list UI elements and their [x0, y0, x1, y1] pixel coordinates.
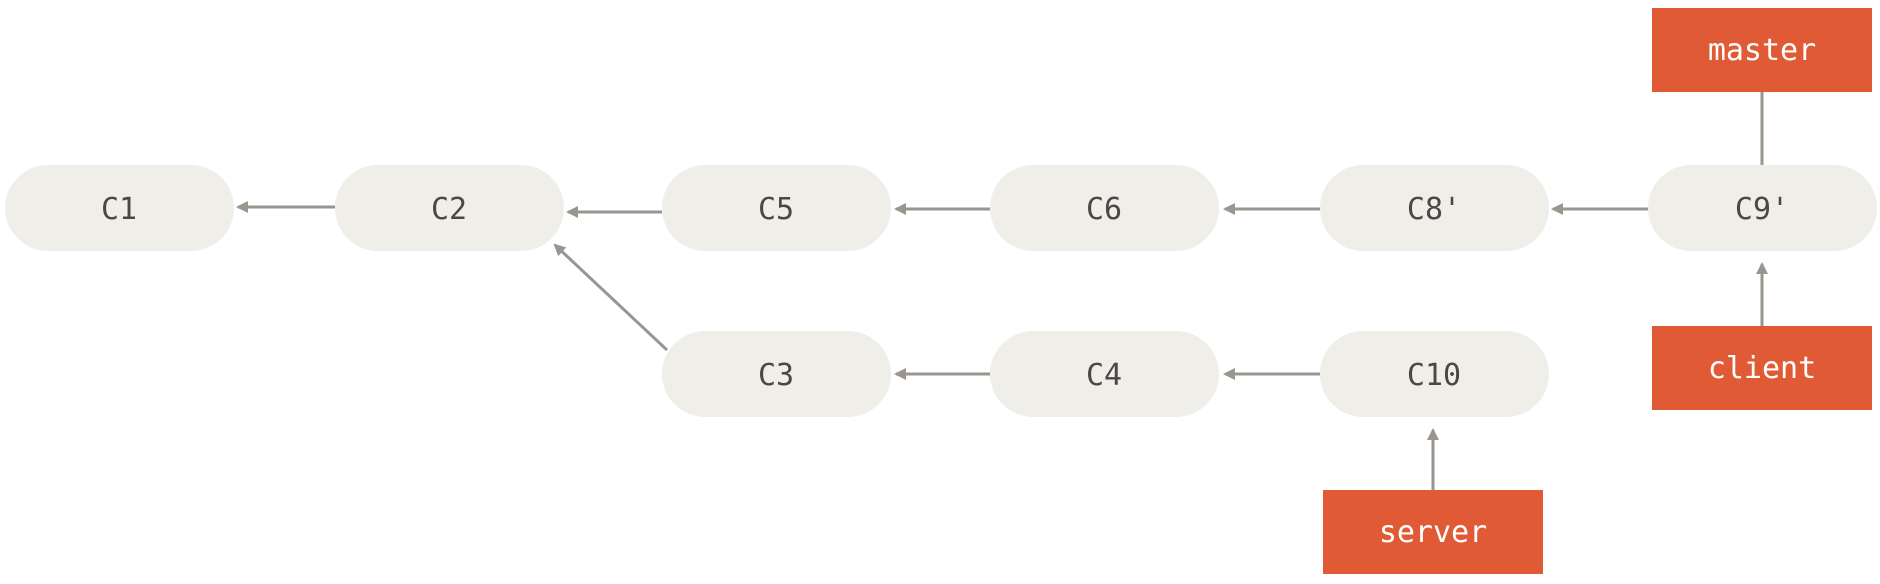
- branch-ref-server: server: [1323, 490, 1543, 574]
- ref-label: client: [1708, 351, 1816, 386]
- commit-label: C10: [1407, 358, 1461, 393]
- commit-c2: C2: [335, 165, 564, 251]
- commit-label: C8': [1407, 192, 1461, 227]
- commit-c4: C4: [990, 331, 1219, 417]
- commit-c3: C3: [662, 331, 891, 417]
- branch-ref-master: master: [1652, 8, 1872, 92]
- commit-c5: C5: [662, 165, 891, 251]
- commit-label: C1: [101, 192, 137, 227]
- commit-label: C9': [1735, 192, 1789, 227]
- commit-label: C3: [758, 358, 794, 393]
- ref-label: server: [1379, 515, 1487, 550]
- commit-c1: C1: [5, 165, 234, 251]
- edge-c3-c2: [553, 243, 669, 352]
- commit-c8-prime: C8': [1320, 165, 1549, 251]
- commit-label: C4: [1086, 358, 1122, 393]
- ref-label: master: [1708, 33, 1816, 68]
- branch-ref-client: client: [1652, 326, 1872, 410]
- commit-c9-prime: C9': [1648, 165, 1877, 251]
- commit-label: C6: [1086, 192, 1122, 227]
- commit-label: C2: [431, 192, 467, 227]
- commit-c6: C6: [990, 165, 1219, 251]
- edges: [236, 92, 1768, 490]
- commit-c10: C10: [1320, 331, 1549, 417]
- commit-label: C5: [758, 192, 794, 227]
